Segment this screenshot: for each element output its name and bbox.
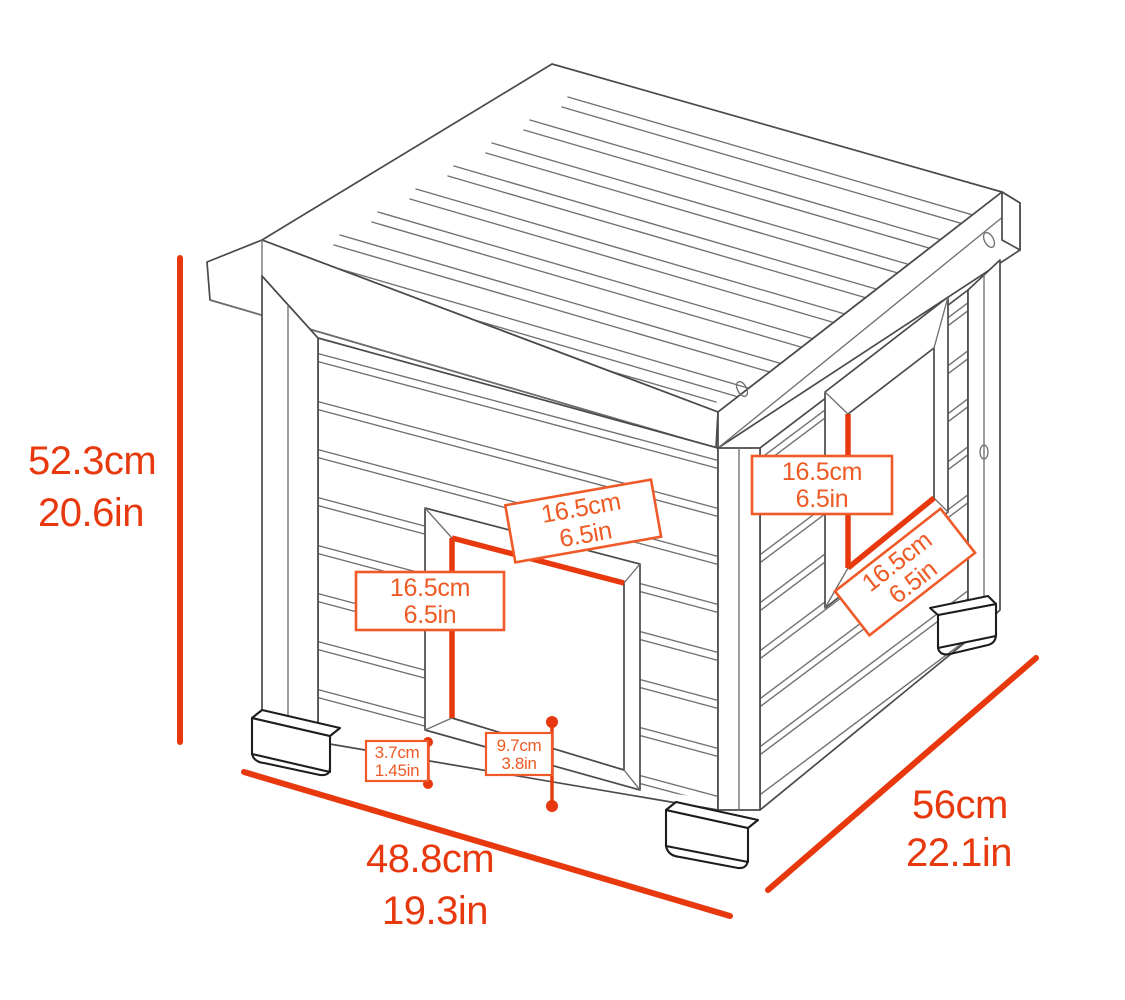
depth-label-cm: 56cm — [912, 783, 1008, 827]
callout-box — [503, 478, 663, 564]
depth-label-in: 22.1in — [906, 831, 1012, 875]
callout-label-in: 6.5in — [796, 485, 849, 513]
feet-assembly — [250, 594, 998, 870]
foot-front-left-side — [250, 708, 342, 738]
callout-door-sill-height: 9.7cm 3.8in — [484, 731, 554, 777]
corner-post-front-left — [261, 275, 319, 743]
callout-leg-height: 3.7cm 1.45in — [364, 739, 430, 783]
side-door-bevel-tl — [824, 391, 849, 415]
callout-label-cm: 9.7cm — [497, 736, 542, 755]
width-label-in: 19.3in — [382, 889, 488, 933]
overall-depth-label: 56cm 22.1in — [906, 783, 1012, 875]
foot-front-right-bottom — [664, 844, 750, 870]
callout-front-door-left: 16.5cm 6.5in — [354, 570, 506, 632]
screw-hole-icon — [982, 231, 996, 249]
callout-box — [364, 739, 430, 783]
side-door-bevel-tr — [933, 296, 949, 349]
door-bevel-tl — [424, 507, 453, 539]
overall-height-label: 52.3cm 20.6in — [28, 439, 157, 535]
callout-label-cm: 3.7cm — [375, 743, 420, 762]
door-bevel-tr — [623, 563, 641, 584]
callout-box — [354, 570, 506, 632]
callout-box — [750, 454, 894, 516]
height-label-cm: 52.3cm — [28, 439, 156, 483]
callout-label-cm: 16.5cm — [782, 458, 862, 486]
roof-planks — [263, 96, 1002, 412]
screw-hole-icon — [735, 380, 749, 398]
roof-assembly — [206, 63, 1021, 449]
overall-width-label: 48.8cm 19.3in — [366, 837, 495, 933]
roof-fascia-front — [206, 239, 719, 449]
foot-front-left-bottom — [250, 752, 332, 777]
width-label-cm: 48.8cm — [366, 837, 494, 881]
door-bevel-br — [623, 769, 641, 791]
depth-dimension-line — [765, 655, 1039, 893]
height-label-in: 20.6in — [38, 491, 144, 535]
callout-label-in: 3.8in — [501, 754, 536, 773]
callout-label-in: 1.45in — [375, 761, 420, 780]
screw-hole-icon — [979, 444, 989, 460]
front-door-highlight-edge-top — [451, 535, 625, 586]
foot-rear-right-bottom — [936, 632, 998, 656]
leader-dot — [546, 716, 558, 728]
foot-front-right-side — [664, 800, 760, 830]
callout-side-door-left: 16.5cm 6.5in — [750, 454, 894, 516]
width-dimension-line — [241, 769, 733, 919]
callout-label-cm: 16.5cm — [390, 574, 470, 602]
callout-label-in: 6.5in — [404, 601, 457, 629]
side-door-highlight-edge-bottom — [846, 495, 936, 571]
side-door-bevel-br — [933, 497, 949, 513]
callout-box — [833, 506, 977, 638]
callout-front-door-top: 16.5cm 6.5in — [503, 478, 663, 564]
side-door-bevel-bl — [824, 567, 849, 609]
leader-dot — [546, 800, 558, 812]
corner-posts — [261, 259, 1001, 811]
door-bevel-bl — [424, 717, 453, 731]
foot-rear-right-side — [928, 594, 998, 617]
roof-corner-right — [1001, 191, 1021, 251]
roof-fascia-right-lower — [717, 202, 1021, 449]
callout-box — [484, 731, 554, 777]
